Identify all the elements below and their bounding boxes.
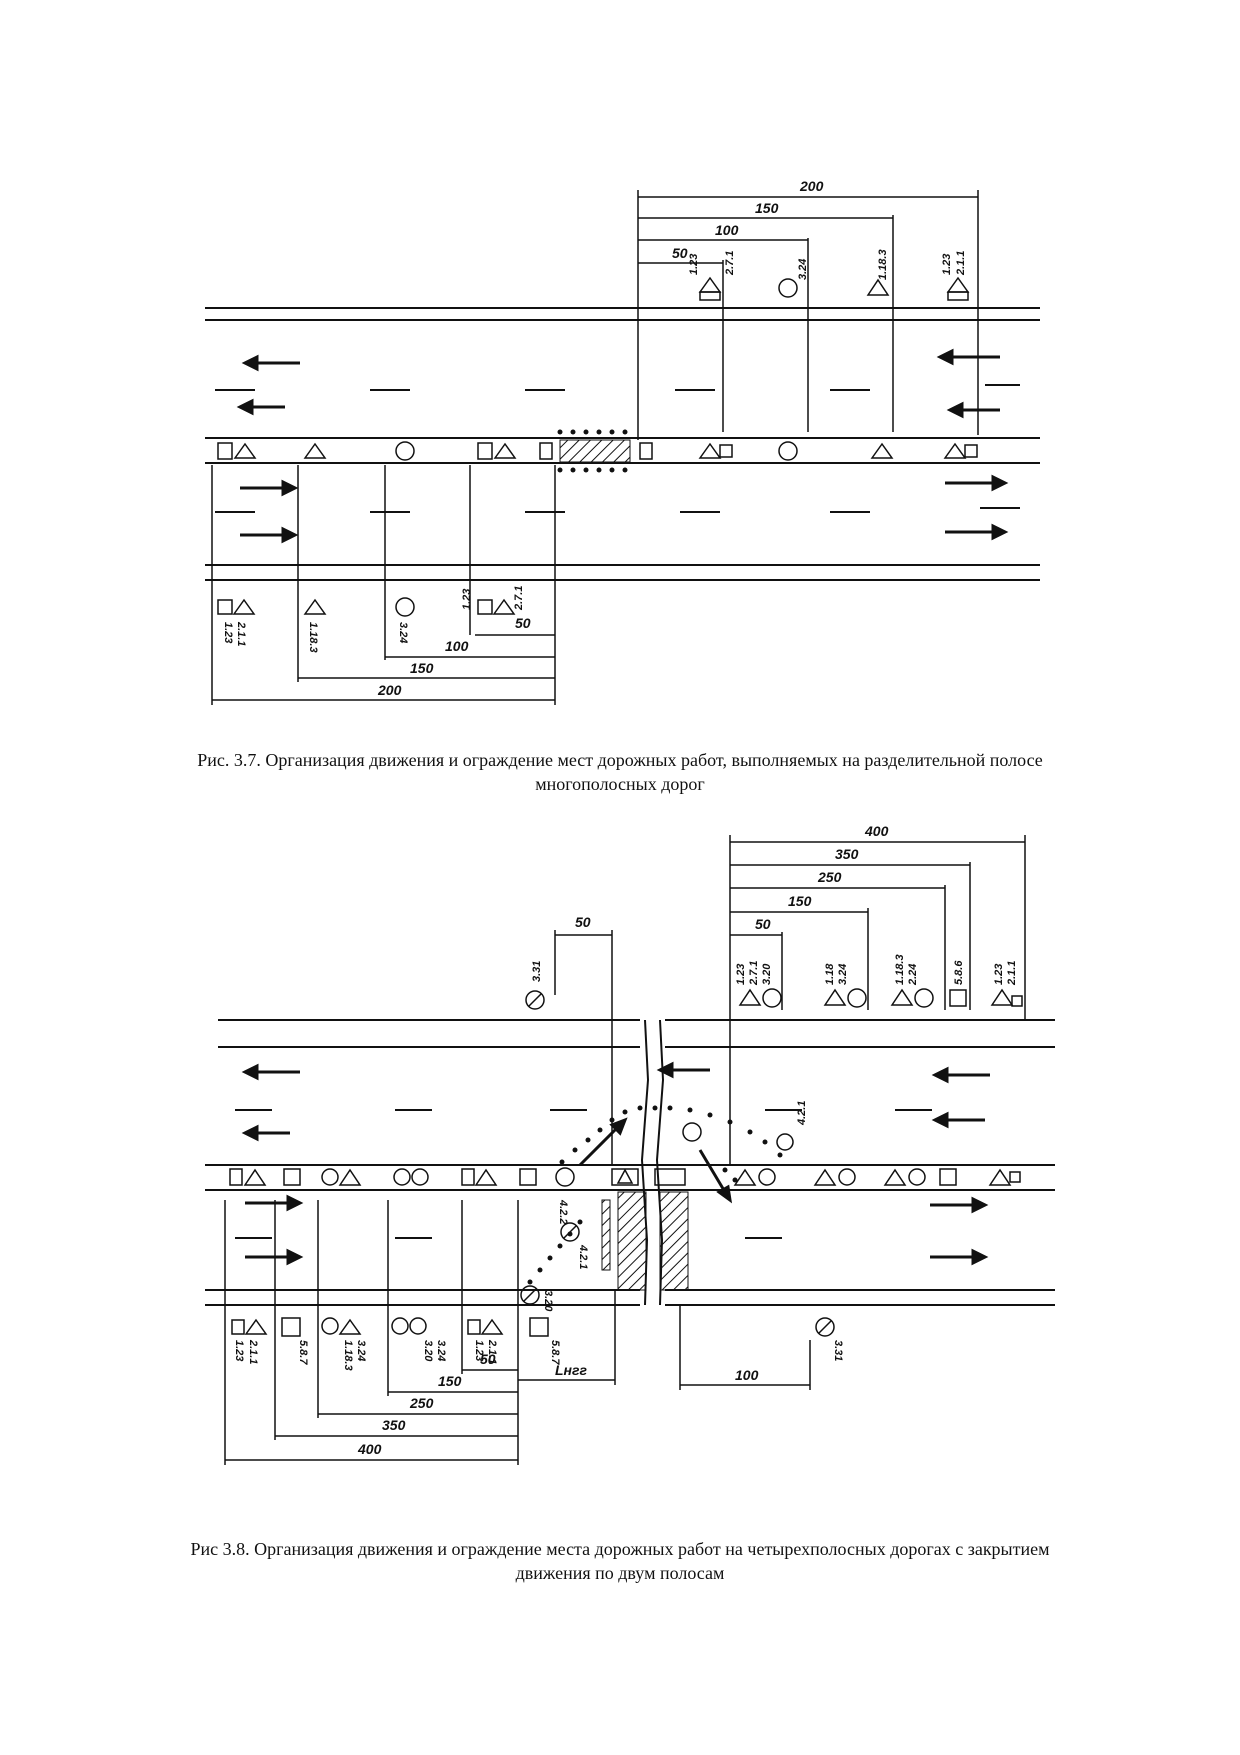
sign-top-4 — [946, 276, 970, 301]
code-b2: 2.1.1 — [247, 1339, 259, 1364]
sign-top-group-1 — [738, 988, 782, 1008]
barrier-dots — [527, 1105, 783, 1285]
sign-codes-bottom: 1.23 2.1.1 1.18.3 3.24 1.23 2.7.1 — [222, 586, 525, 653]
sign-top-5-8-6 — [949, 989, 967, 1007]
code-t2: 2.7.1 — [724, 251, 736, 276]
code-t5: 1.18 — [824, 963, 836, 985]
code-t1: 1.23 — [688, 254, 700, 275]
code-b6: 3.20 — [422, 1340, 434, 1362]
road-signs — [217, 276, 978, 617]
bottom-signs — [217, 597, 516, 617]
code-t3: 3.24 — [797, 259, 809, 280]
code-t10: 1.23 — [993, 964, 1005, 985]
top-dim-50: 50 — [672, 245, 688, 261]
top-dim-150: 150 — [788, 893, 812, 909]
bottom-dim-400: 400 — [357, 1441, 382, 1457]
figure-3-7: 200 150 100 50 50 100 150 200 1.23 — [0, 170, 1240, 730]
sign-codes-top: 3.31 1.23 2.7.1 3.20 1.18 3.24 1.18.3 2.… — [531, 954, 1018, 1126]
lane-markings — [235, 1109, 932, 1239]
code-b12: 4.2.2 — [557, 1199, 569, 1224]
caption-3-8: Рис 3.8. Организация движения и огражден… — [190, 1539, 1050, 1583]
top-dim-50: 50 — [755, 916, 771, 932]
code-t6: 3.24 — [837, 964, 849, 985]
sign-top-group-2 — [823, 988, 867, 1008]
code-t11: 2.1.1 — [1006, 961, 1018, 986]
bottom-dim-350: 350 — [382, 1417, 406, 1433]
bottom-dim-50: 50 — [480, 1351, 496, 1367]
code-b4: 3.24 — [397, 622, 409, 643]
median-signs — [229, 1122, 1021, 1187]
code-t2: 1.23 — [735, 964, 747, 985]
code-t12: 4.2.1 — [796, 1101, 808, 1126]
road-diagram-3-8: 400 350 250 150 50 50 50 150 250 350 400… — [205, 823, 1055, 1465]
top-dim-400: 400 — [864, 823, 889, 839]
dimension-lines — [211, 190, 979, 705]
work-zone — [559, 439, 631, 463]
code-t1: 3.31 — [531, 961, 543, 982]
sign-top-3 — [866, 278, 890, 296]
road-signs — [229, 988, 1023, 1337]
median-signs — [217, 441, 978, 461]
top-dim-150: 150 — [755, 200, 779, 216]
code-t5: 1.23 — [941, 254, 953, 275]
top-dim-350: 350 — [835, 846, 859, 862]
code-b1: 1.23 — [233, 1340, 245, 1361]
road-diagram-3-7: 200 150 100 50 50 100 150 200 1.23 — [205, 178, 1040, 705]
code-b3: 5.8.7 — [297, 1340, 309, 1365]
bottom-signs — [231, 1222, 835, 1337]
code-b9: 2.1.1 — [486, 1339, 498, 1364]
work-zone-right — [659, 1191, 689, 1291]
code-b2: 2.1.1 — [235, 621, 247, 646]
figure-3-8: 400 350 250 150 50 50 50 150 250 350 400… — [0, 820, 1240, 1520]
top-dim-200: 200 — [799, 178, 824, 194]
sign-codes-top: 1.23 2.7.1 3.24 1.18.3 1.23 2.1.1 — [688, 249, 967, 280]
traffic-arrows — [241, 1061, 990, 1266]
code-b3: 1.18.3 — [307, 622, 319, 653]
code-b5: 1.23 — [461, 589, 473, 610]
work-zone-left — [617, 1191, 647, 1291]
sign-top-group-3 — [890, 988, 934, 1008]
code-b14: 3.20 — [542, 1290, 554, 1312]
traffic-arrows — [236, 348, 1009, 544]
caption-3-7: Рис. 3.7. Организация движения и огражде… — [197, 750, 1043, 794]
sign-top-3-31 — [525, 990, 545, 1010]
barrier-dots — [557, 429, 628, 473]
sign-top-2 — [778, 278, 798, 298]
fence — [601, 1199, 611, 1271]
code-t6: 2.1.1 — [955, 251, 967, 276]
code-b6: 2.7.1 — [513, 586, 525, 611]
code-t3: 2.7.1 — [748, 961, 760, 986]
sign-top-group-4 — [990, 988, 1023, 1007]
dimension-lines — [224, 835, 1026, 1465]
code-b11: 3.31 — [832, 1340, 844, 1361]
code-b1: 1.23 — [222, 622, 234, 643]
bottom-dim-50: 50 — [515, 615, 531, 631]
top-dim-250: 250 — [817, 869, 842, 885]
code-b10: 5.8.7 — [549, 1340, 561, 1365]
code-t4: 3.20 — [761, 963, 773, 985]
dim-l-label: Lнгг — [555, 1362, 587, 1378]
code-b7: 3.24 — [435, 1340, 447, 1361]
right-bottom-dim-100: 100 — [735, 1367, 759, 1383]
bottom-dim-100: 100 — [445, 638, 469, 654]
bottom-dim-200: 200 — [377, 682, 402, 698]
code-t9: 5.8.6 — [953, 960, 965, 985]
bottom-dim-150: 150 — [410, 660, 434, 676]
code-b4: 1.18.3 — [342, 1340, 354, 1371]
code-t8: 2.24 — [907, 964, 919, 986]
road-edges — [205, 307, 1040, 581]
code-t7: 1.18.3 — [894, 954, 906, 985]
left-dim-50: 50 — [575, 914, 591, 930]
code-b8: 1.23 — [473, 1340, 485, 1361]
lane-markings — [215, 384, 1020, 513]
bottom-dim-150: 150 — [438, 1373, 462, 1389]
sign-top-1 — [698, 276, 722, 301]
sign-codes-bottom: 1.23 2.1.1 5.8.7 1.18.3 3.24 3.20 3.24 1… — [233, 1199, 844, 1371]
code-b13: 4.2.1 — [577, 1244, 589, 1269]
code-b5: 3.24 — [355, 1340, 367, 1361]
top-dim-100: 100 — [715, 222, 739, 238]
bottom-dim-250: 250 — [409, 1395, 434, 1411]
code-t4: 1.18.3 — [877, 249, 889, 280]
